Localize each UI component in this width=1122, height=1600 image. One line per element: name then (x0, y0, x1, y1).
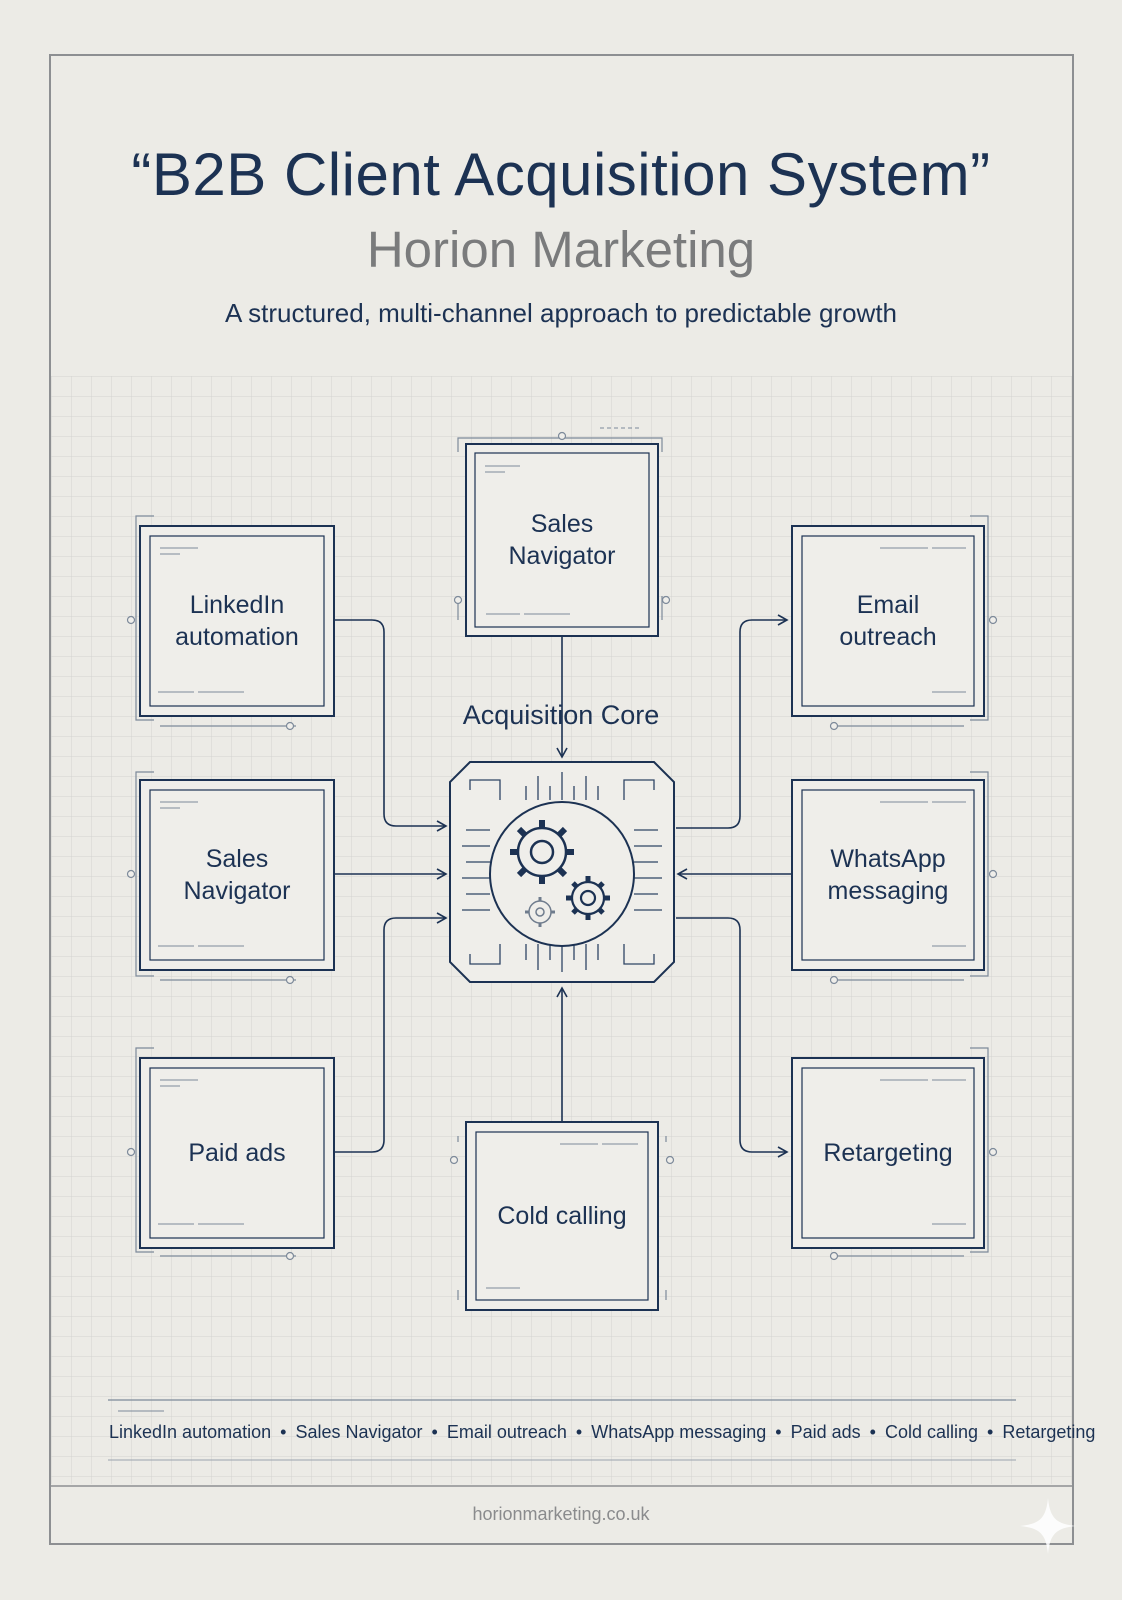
node-box-right-top (791, 515, 998, 731)
separator: • (869, 1422, 876, 1442)
channel-list: LinkedIn automation • Sales Navigator • Emai… (109, 1422, 1095, 1443)
channel-item: Paid ads (790, 1422, 861, 1442)
node-box-left-bottom (126, 1047, 335, 1261)
node-box-right-mid (791, 771, 998, 985)
node-retargeting-label: Retargeting (823, 1139, 953, 1167)
chip-traces (462, 772, 662, 972)
channel-item: Email outreach (446, 1422, 567, 1442)
connector-paid-ads (334, 912, 448, 1153)
node-box-left-top (126, 515, 335, 731)
node-email-outreach-label: Email outreach (839, 591, 937, 651)
connector-retargeting (676, 917, 789, 1158)
connector-email (676, 614, 789, 829)
company-name: Horion Marketing (366, 221, 756, 278)
page-title: “B2B Client Acquisition System” (131, 141, 991, 208)
channel-item: Cold calling (884, 1422, 979, 1442)
node-boxes (126, 427, 998, 1311)
node-box-right-bottom (791, 1047, 998, 1261)
separator: • (575, 1422, 583, 1442)
connector-linkedin (334, 619, 448, 832)
separator: • (431, 1422, 438, 1442)
gear-icon-tiny (525, 897, 555, 927)
tagline: A structured, multi-channel approach to … (224, 298, 898, 328)
poster-frame (49, 54, 1074, 1545)
node-paid-ads-label: Paid ads (188, 1139, 286, 1167)
separator: • (987, 1422, 994, 1442)
channel-item: Sales Navigator (295, 1422, 423, 1442)
acquisition-core-label: Acquisition Core (462, 700, 660, 730)
node-cold-calling-label: Cold calling (497, 1202, 627, 1230)
node-linkedin-automation-label: LinkedIn automation (175, 591, 299, 651)
node-box-left-mid (126, 771, 335, 985)
channel-item: LinkedIn automation (109, 1422, 272, 1442)
node-whatsapp-messaging-label: WhatsApp messaging (827, 845, 949, 905)
node-top-label: Sales Navigator (508, 510, 616, 570)
separator: • (775, 1422, 782, 1442)
node-sales-navigator-label: Sales Navigator (183, 845, 291, 905)
channel-item: WhatsApp messaging (591, 1422, 767, 1442)
gear-icon (510, 820, 574, 884)
sparkle-icon (1020, 1498, 1076, 1554)
separator: • (280, 1422, 287, 1442)
connectors (334, 614, 792, 1158)
node-box-top (453, 427, 671, 637)
gear-icon-small (566, 876, 610, 920)
footer-url: horionmarketing.co.uk (472, 1504, 650, 1524)
node-box-bottom (449, 1121, 675, 1311)
channel-item: Retargeting (1002, 1422, 1096, 1442)
